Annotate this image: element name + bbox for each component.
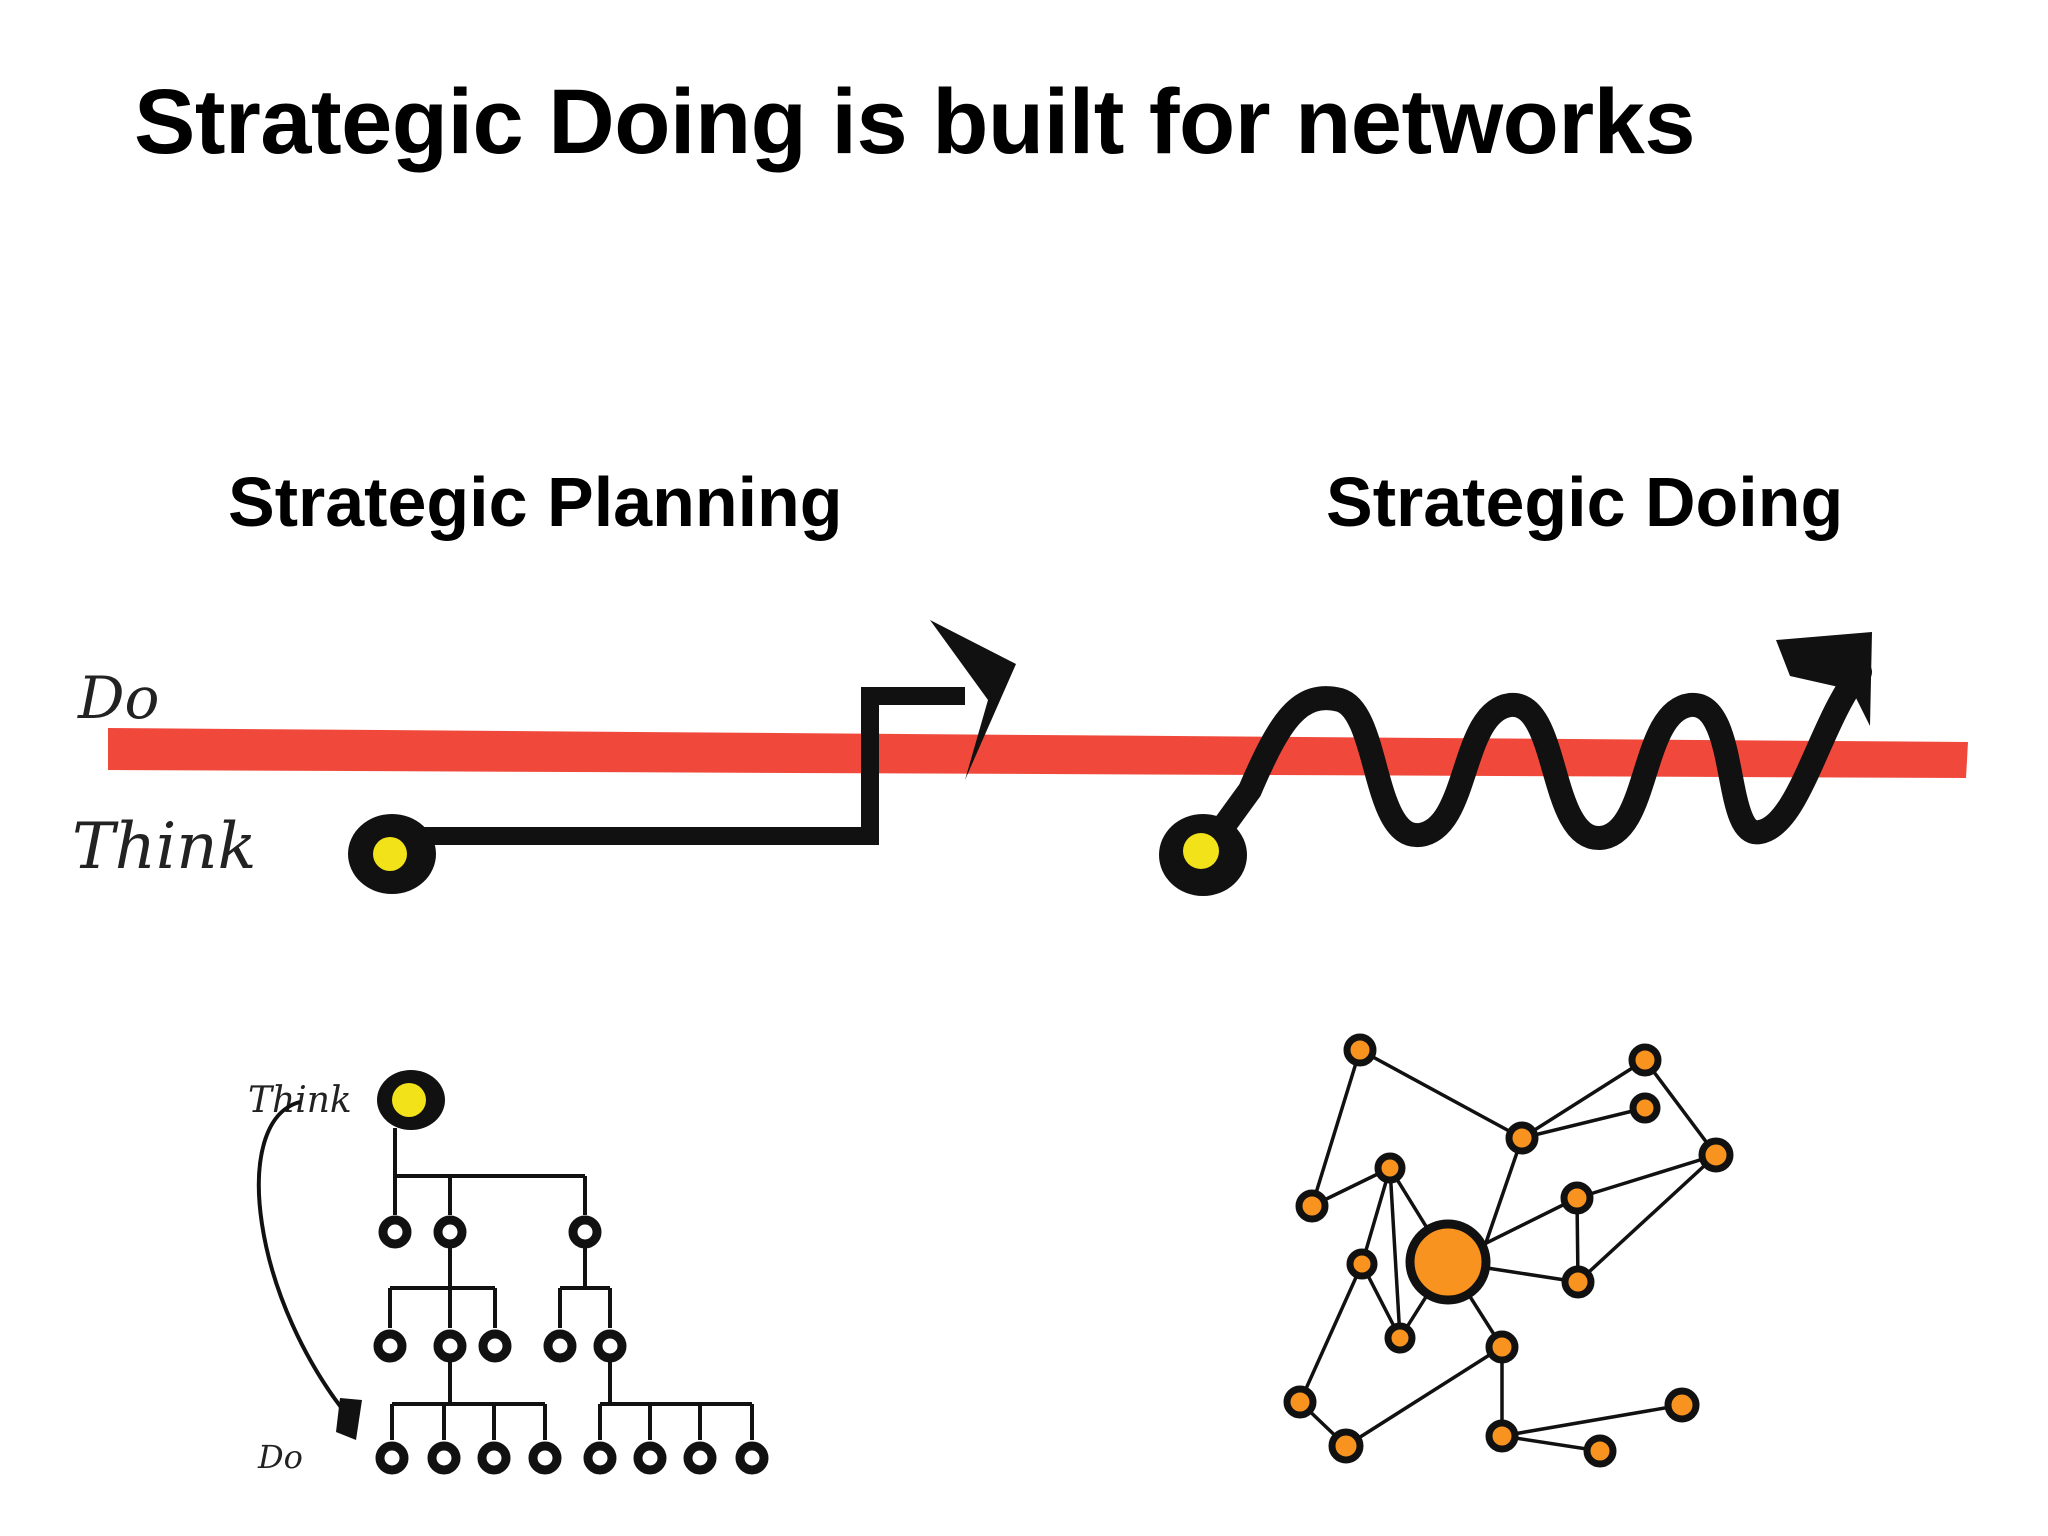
strategic-doing-heading: Strategic Doing	[1326, 463, 1844, 541]
step-arrow-icon	[348, 620, 1016, 894]
do-label: Do	[77, 664, 159, 732]
hierarchy-think-label: Think	[248, 1080, 352, 1121]
slide-title: Strategic Doing is built for networks	[134, 71, 1696, 173]
network-graph-icon	[1283, 1033, 1734, 1468]
wave-arrow-icon	[1159, 632, 1872, 896]
do-think-divider-band	[108, 728, 1968, 778]
hierarchy-do-label: Do	[257, 1438, 303, 1476]
org-tree-icon: Think Do	[248, 1070, 769, 1476]
think-label: Think	[72, 810, 256, 884]
strategic-planning-heading: Strategic Planning	[228, 463, 843, 541]
